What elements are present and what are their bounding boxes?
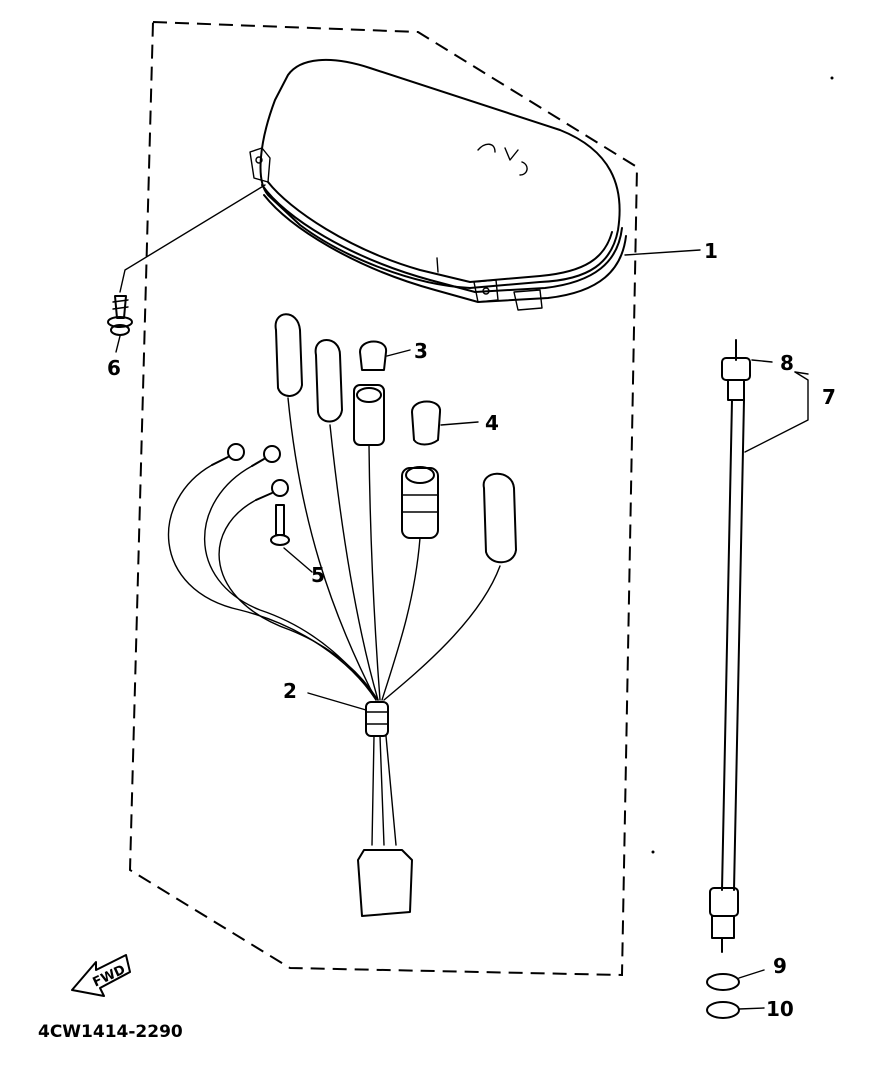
callout-5: 5 xyxy=(311,563,325,587)
wire-harness xyxy=(167,313,517,917)
callout-9: 9 xyxy=(773,954,787,978)
fwd-arrow: FWD xyxy=(71,954,131,997)
callout-7: 7 xyxy=(822,385,836,409)
callout-3: 3 xyxy=(414,339,428,363)
assembly-boundary xyxy=(128,21,639,977)
callout-2: 2 xyxy=(283,679,297,703)
callout-4: 4 xyxy=(485,411,499,435)
screw-6 xyxy=(107,184,266,353)
callout-1: 1 xyxy=(704,239,718,263)
callout-10: 10 xyxy=(766,997,794,1021)
callouts: 1 2 3 4 5 6 7 8 9 10 xyxy=(107,239,836,1021)
meter-housing xyxy=(249,58,627,311)
speedometer-cable xyxy=(709,339,809,953)
callout-8: 8 xyxy=(780,351,794,375)
washers xyxy=(706,969,765,1019)
callout-6: 6 xyxy=(107,356,121,380)
drawing-code: 4CW1414-2290 xyxy=(38,1022,183,1042)
